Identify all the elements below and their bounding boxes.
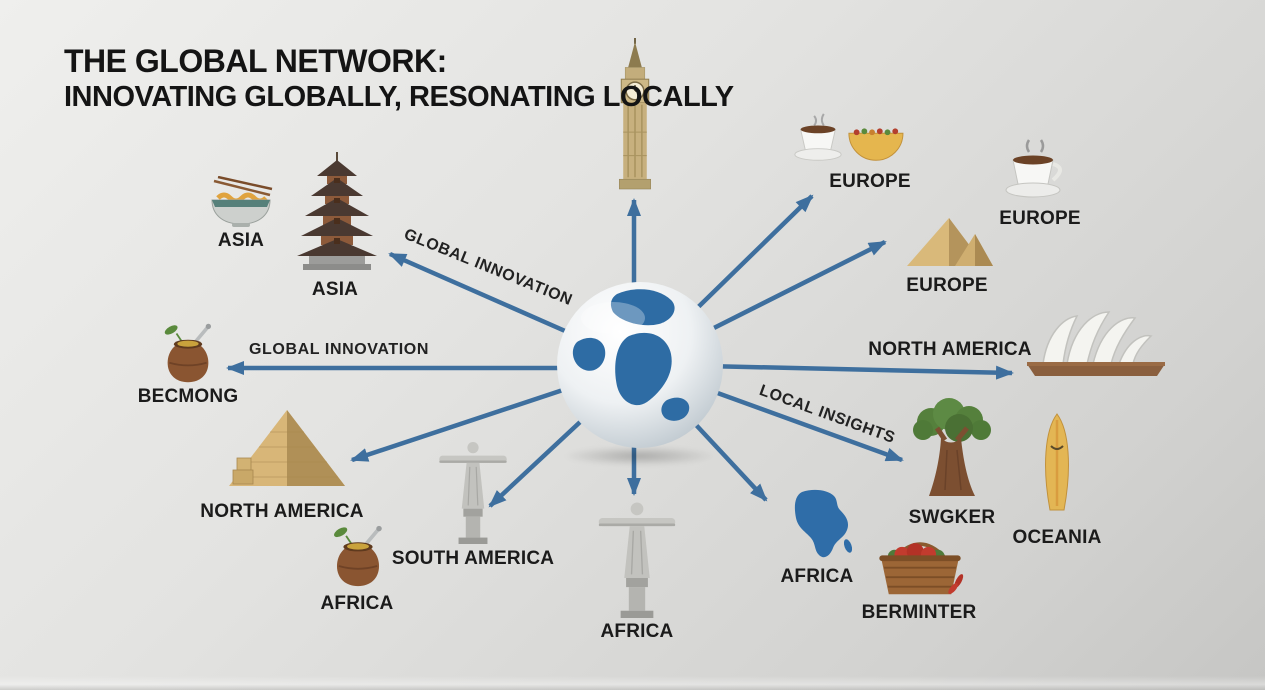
arrow-east	[704, 363, 1014, 380]
node-label-oceania: OCEANIA	[1012, 527, 1102, 548]
food-basket-icon	[879, 542, 964, 595]
christ-statue-icon	[439, 442, 507, 544]
node-label-europe-coffee-taco: EUROPE	[829, 171, 911, 192]
coffee-and-taco-icon	[794, 113, 904, 161]
ramen-bowl-icon	[211, 176, 273, 227]
node-label-north-america-pyramid: NORTH AMERICA	[200, 501, 364, 522]
arrow-label-local-insights: LOCAL INSIGHTS	[756, 382, 898, 448]
node-label-europe-coffee: EUROPE	[999, 208, 1081, 229]
pagoda-icon	[297, 152, 377, 270]
opera-house-icon	[1027, 311, 1165, 376]
pyramid-icon	[229, 410, 345, 486]
node-label-berminter: BERMINTER	[861, 602, 977, 623]
node-label-swgker: SWGKER	[908, 507, 996, 528]
arrow-label-global-innovation-nw: GLOBAL INNOVATION	[401, 225, 575, 310]
node-label-asia-pagoda: ASIA	[311, 279, 359, 300]
title-line-1: THE GLOBAL NETWORK:	[64, 43, 447, 79]
coffee-cup-icon	[1005, 139, 1062, 198]
node-label-south-america: SOUTH AMERICA	[391, 548, 555, 569]
node-label-africa-mate: AFRICA	[320, 593, 394, 614]
mate-gourd-icon	[334, 525, 382, 587]
page-title: THE GLOBAL NETWORK: INNOVATING GLOBALLY,…	[64, 43, 734, 114]
africa-map-icon	[794, 489, 853, 558]
title-line-2: INNOVATING GLOBALLY, RESONATING LOCALLY	[64, 81, 734, 114]
baobab-tree-icon	[913, 398, 991, 496]
globe-icon	[557, 282, 723, 448]
node-label-europe-pyramids: EUROPE	[906, 275, 988, 296]
node-label-north-america-right: NORTH AMERICA	[868, 339, 1032, 360]
floor-highlight	[0, 676, 1265, 690]
christ-statue-icon	[598, 502, 676, 618]
big-ben-icon	[619, 38, 651, 190]
node-label-africa-christ: AFRICA	[600, 621, 674, 642]
node-label-africa-map: AFRICA	[780, 566, 854, 587]
arrow-label-global-innovation-west: GLOBAL INNOVATION	[249, 341, 429, 358]
node-label-asia-ramen: ASIA	[217, 230, 265, 251]
arrow-northeast	[696, 239, 887, 339]
pyramids-icon	[907, 218, 993, 266]
mate-gourd-icon	[164, 323, 212, 383]
globe-shadow	[563, 446, 717, 466]
surfboard-icon	[1045, 413, 1069, 511]
node-label-becmong: BECMONG	[137, 386, 239, 407]
